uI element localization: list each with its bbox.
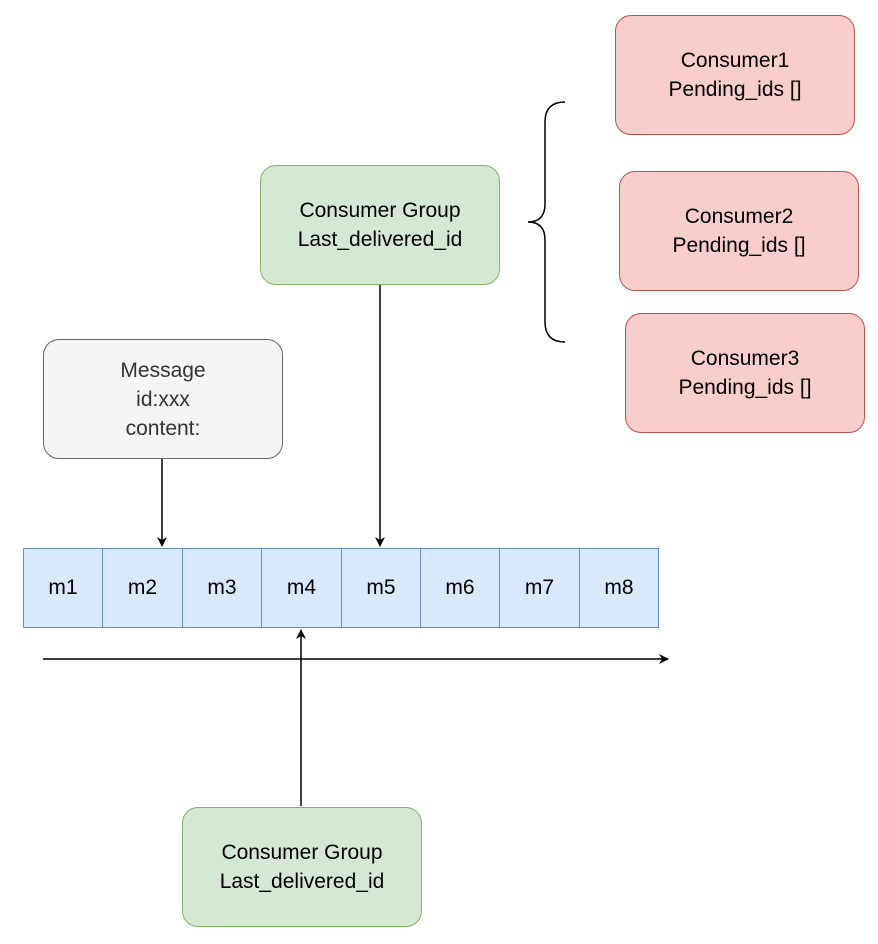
consumer-group-top: Consumer Group Last_delivered_id	[260, 165, 500, 285]
stream-cell-m2: m2	[102, 548, 183, 628]
consumer-name: Consumer1	[680, 49, 790, 72]
stream-cell-m8: m8	[579, 548, 659, 628]
stream-cell-m7: m7	[499, 548, 580, 628]
consumer-name: Consumer2	[684, 205, 794, 228]
consumer-2: Consumer2 Pending_ids []	[619, 171, 859, 291]
pending-ids: Pending_ids []	[668, 78, 802, 101]
pending-ids: Pending_ids []	[672, 234, 806, 257]
consumer-1: Consumer1 Pending_ids []	[615, 15, 855, 135]
consumer-name: Consumer3	[690, 347, 800, 370]
last-delivered-id-label: Last_delivered_id	[219, 870, 385, 893]
message-content: content:	[125, 416, 201, 440]
consumer-brace	[527, 101, 566, 343]
consumer-group-label: Consumer Group	[299, 199, 461, 222]
consumer-3: Consumer3 Pending_ids []	[625, 313, 865, 433]
consumer-group-label: Consumer Group	[221, 841, 383, 864]
message-id: id:xxx	[136, 387, 190, 411]
stream-cell-m4: m4	[261, 548, 342, 628]
consumer-group-bottom: Consumer Group Last_delivered_id	[182, 807, 422, 927]
stream-cell-m3: m3	[182, 548, 262, 628]
stream-cell-m6: m6	[420, 548, 500, 628]
message-box: Message id:xxx content:	[43, 339, 283, 459]
stream-cell-m1: m1	[23, 548, 103, 628]
message-title: Message	[120, 358, 206, 382]
last-delivered-id-label: Last_delivered_id	[297, 228, 463, 251]
stream-cell-m5: m5	[341, 548, 421, 628]
pending-ids: Pending_ids []	[678, 376, 812, 399]
